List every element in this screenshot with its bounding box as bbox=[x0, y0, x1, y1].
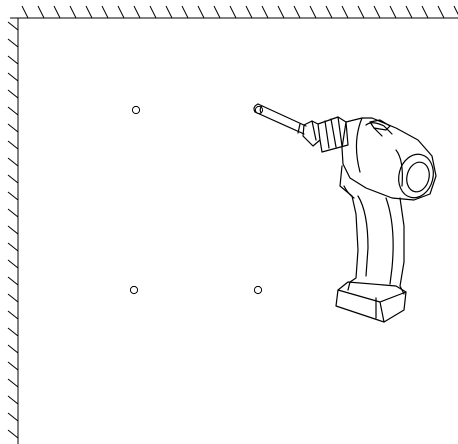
hatch-mark bbox=[7, 225, 19, 235]
hatch-mark bbox=[101, 5, 109, 19]
hatch-mark bbox=[7, 293, 19, 303]
hatch-mark bbox=[421, 5, 429, 19]
drill-battery bbox=[335, 281, 407, 323]
hatch-mark bbox=[149, 5, 157, 19]
hatch-mark bbox=[7, 55, 19, 65]
hatch-mark bbox=[357, 5, 365, 19]
hatch-mark bbox=[213, 5, 221, 19]
hatch-mark bbox=[7, 38, 19, 48]
hatch-mark bbox=[7, 276, 19, 286]
hatch-mark bbox=[309, 5, 317, 19]
hatch-mark bbox=[117, 5, 125, 19]
hatch-mark bbox=[405, 5, 413, 19]
drill-chuck bbox=[302, 116, 349, 153]
hatch-mark bbox=[7, 21, 19, 31]
hatch-mark bbox=[261, 5, 269, 19]
hatch-mark bbox=[7, 378, 19, 388]
hatch-mark bbox=[21, 5, 29, 19]
hatch-mark bbox=[341, 5, 349, 19]
hatch-mark bbox=[325, 5, 333, 19]
drill-body bbox=[341, 117, 437, 201]
cordless-drill-icon bbox=[253, 103, 437, 323]
hatch-mark bbox=[7, 140, 19, 150]
hatch-mark bbox=[7, 123, 19, 133]
hole-top-left bbox=[131, 105, 141, 115]
top-wall-hatch bbox=[10, 5, 458, 19]
hatch-mark bbox=[7, 106, 19, 116]
hatch-mark bbox=[7, 89, 19, 99]
left-wall-hatch bbox=[7, 18, 19, 444]
hatch-mark bbox=[165, 5, 173, 19]
hatch-mark bbox=[133, 5, 141, 19]
hatch-mark bbox=[7, 310, 19, 320]
hatch-mark bbox=[229, 5, 237, 19]
hatch-mark bbox=[7, 361, 19, 371]
drill-handle bbox=[339, 165, 405, 295]
hatch-mark bbox=[181, 5, 189, 19]
hole-bottom-left bbox=[129, 285, 139, 295]
hatch-mark bbox=[7, 259, 19, 269]
hatch-mark bbox=[389, 5, 397, 19]
hatch-mark bbox=[7, 208, 19, 218]
hatch-mark bbox=[7, 327, 19, 337]
hatch-mark bbox=[7, 157, 19, 167]
hatch-mark bbox=[37, 5, 45, 19]
hatch-mark bbox=[7, 395, 19, 405]
hatch-mark bbox=[7, 191, 19, 201]
hatch-mark bbox=[7, 72, 19, 82]
hole-bottom-right bbox=[253, 285, 263, 295]
hatch-mark bbox=[277, 5, 285, 19]
hatch-mark bbox=[245, 5, 253, 19]
hatch-mark bbox=[293, 5, 301, 19]
hatch-mark bbox=[69, 5, 77, 19]
hatch-mark bbox=[197, 5, 205, 19]
hatch-mark bbox=[53, 5, 61, 19]
hatch-mark bbox=[437, 5, 445, 19]
hatch-mark bbox=[453, 5, 458, 16]
hatch-mark bbox=[7, 174, 19, 184]
hatch-mark bbox=[7, 412, 19, 422]
hatch-mark bbox=[7, 344, 19, 354]
hatch-mark bbox=[7, 242, 19, 252]
hatch-mark bbox=[373, 5, 381, 19]
hatch-mark bbox=[85, 5, 93, 19]
hatch-mark bbox=[7, 429, 19, 439]
drill-bit bbox=[253, 103, 307, 135]
